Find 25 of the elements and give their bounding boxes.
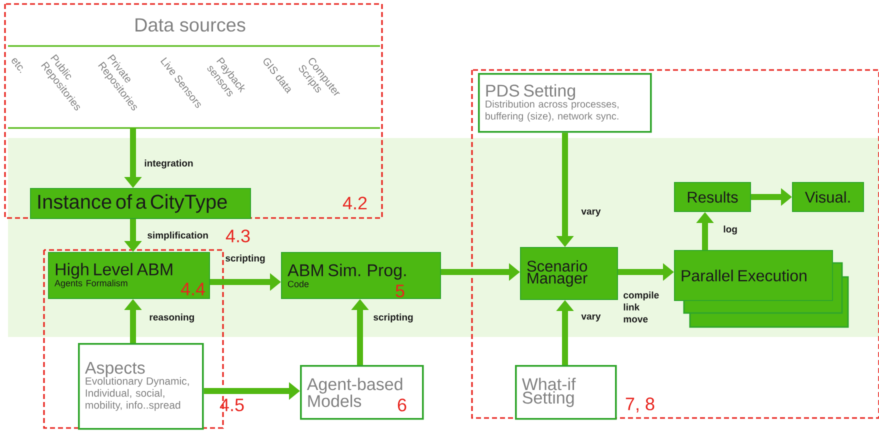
stacked-box: Parallel Execution [674,250,849,328]
process-box: Results [674,182,751,212]
edge-label: reasoning [150,314,194,322]
section-number: 4.3 [226,230,250,242]
edge-label: integration [144,160,193,168]
edge-label: log [724,226,737,234]
edge-label: compile link move [624,292,659,322]
edge-label: scripting [374,314,413,322]
edge-label: scripting [226,254,265,264]
process-box: Scenario Manager [520,247,618,300]
input-box: PDS Setting Distribution across processes, buffering (size), network sync. [478,73,652,133]
section-number: 4.2 [342,196,367,210]
section-number: 6 [398,398,406,412]
section-number: 4.4 [180,282,205,296]
process-box: Visual. [792,182,864,212]
edge-label: vary [581,314,601,322]
source-label: etc. [12,58,23,74]
edge-label: vary [581,209,601,217]
input-box: Aspects Evolutionary Dynamic, Individual, social, mobility, info..spread [78,343,204,430]
section-number: 5 [396,284,404,298]
edge-label: simplification [148,232,208,240]
process-box: Instance of a CityType [30,188,251,219]
panel-heading: Data sources [136,18,246,32]
input-box: What-if Setting [515,365,617,420]
section-number: 4.5 [220,398,244,412]
